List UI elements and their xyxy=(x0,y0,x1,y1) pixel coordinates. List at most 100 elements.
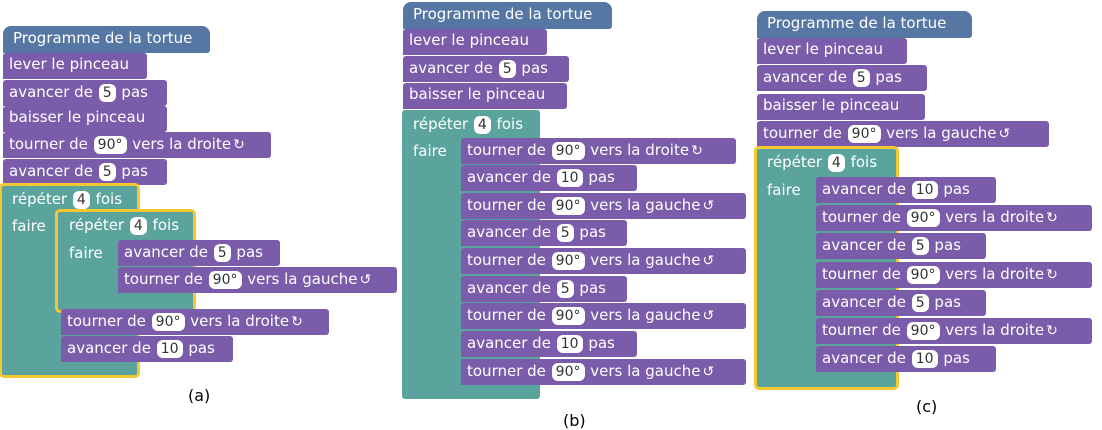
statement-block[interactable]: lever le pinceau xyxy=(3,53,147,79)
hat-label: Programme de la tortue xyxy=(767,14,947,32)
statement-block[interactable]: avancer de 5 pas xyxy=(3,159,167,185)
statement-block[interactable]: avancer de 5 pas xyxy=(461,276,627,302)
repeat-label: répéter xyxy=(767,153,823,171)
statement-block[interactable]: avancer de 5 pas xyxy=(118,240,280,266)
block-text: avancer de xyxy=(9,83,93,101)
block-text: vers la gauche xyxy=(590,251,701,269)
angle-field[interactable]: 90° xyxy=(93,136,127,154)
number-field[interactable]: 5 xyxy=(98,163,116,181)
repeat-count-field[interactable]: 4 xyxy=(473,116,491,134)
angle-field[interactable]: 90° xyxy=(208,271,242,289)
angle-field[interactable]: 90° xyxy=(906,266,940,284)
block-text: vers la gauche xyxy=(590,196,701,214)
statement-block[interactable]: avancer de 10 pas xyxy=(816,177,996,203)
block-text: lever le pinceau xyxy=(9,55,129,73)
number-field[interactable]: 10 xyxy=(911,181,938,199)
block-text: vers la droite xyxy=(590,141,690,159)
number-field[interactable]: 10 xyxy=(556,169,583,187)
statement-block[interactable]: tourner de 90° vers la gauche↺ xyxy=(461,248,746,274)
rotate-right-icon: ↻ xyxy=(1046,210,1058,226)
block-text: tourner de xyxy=(763,124,842,142)
angle-field[interactable]: 90° xyxy=(551,363,585,381)
statement-block[interactable]: tourner de 90° vers la gauche↺ xyxy=(461,303,746,329)
block-text: pas xyxy=(943,180,970,198)
block-text: pas xyxy=(121,162,148,180)
statement-block[interactable]: lever le pinceau xyxy=(403,29,547,55)
statement-block[interactable]: tourner de 90° vers la gauche↺ xyxy=(461,359,746,385)
block-text: avancer de xyxy=(467,168,551,186)
do-label: faire xyxy=(767,181,801,199)
block-text: vers la gauche xyxy=(247,270,358,288)
number-field[interactable]: 5 xyxy=(911,294,929,312)
statement-block[interactable]: avancer de 10 pas xyxy=(461,331,637,357)
block-text: pas xyxy=(943,349,970,367)
block-text: tourner de xyxy=(467,362,546,380)
statement-block[interactable]: tourner de 90° vers la droite↻ xyxy=(3,132,271,158)
block-text: tourner de xyxy=(822,265,901,283)
number-field[interactable]: 10 xyxy=(911,350,938,368)
statement-block[interactable]: avancer de 5 pas xyxy=(816,233,986,259)
number-field[interactable]: 5 xyxy=(498,60,516,78)
rotate-left-icon: ↺ xyxy=(702,308,715,324)
repeat-count-field[interactable]: 4 xyxy=(129,217,147,235)
block-text: vers la gauche xyxy=(590,306,701,324)
repeat-count-field[interactable]: 4 xyxy=(72,191,90,209)
repeat-header: répéter 4 fois xyxy=(69,216,179,235)
block-text: avancer de xyxy=(822,349,906,367)
block-text: avancer de xyxy=(822,236,906,254)
statement-block[interactable]: tourner de 90° vers la droite↻ xyxy=(816,262,1092,288)
block-text: pas xyxy=(934,236,961,254)
do-label: faire xyxy=(69,244,103,262)
statement-block[interactable]: tourner de 90° vers la droite↻ xyxy=(816,205,1092,231)
number-field[interactable]: 5 xyxy=(213,244,231,262)
statement-block[interactable]: avancer de 10 pas xyxy=(61,336,233,362)
statement-block[interactable]: tourner de 90° vers la gauche↺ xyxy=(118,267,397,293)
times-label: fois xyxy=(850,153,878,171)
number-field[interactable]: 10 xyxy=(556,335,583,353)
statement-block[interactable]: tourner de 90° vers la droite↻ xyxy=(61,309,329,335)
rotate-right-icon: ↻ xyxy=(291,314,303,330)
angle-field[interactable]: 90° xyxy=(847,125,881,143)
number-field[interactable]: 5 xyxy=(556,224,574,242)
block-text: pas xyxy=(579,279,606,297)
angle-field[interactable]: 90° xyxy=(906,209,940,227)
statement-block[interactable]: baisser le pinceau xyxy=(3,106,167,132)
repeat-count-field[interactable]: 4 xyxy=(827,154,845,172)
statement-block[interactable]: avancer de 5 pas xyxy=(3,80,167,106)
number-field[interactable]: 5 xyxy=(556,280,574,298)
hat-block[interactable]: Programme de la tortue xyxy=(757,11,972,38)
statement-block[interactable]: tourner de 90° vers la droite↻ xyxy=(816,318,1092,344)
angle-field[interactable]: 90° xyxy=(906,322,940,340)
statement-block[interactable]: avancer de 10 pas xyxy=(816,346,996,372)
statement-block[interactable]: tourner de 90° vers la gauche↺ xyxy=(461,193,746,219)
statement-block[interactable]: avancer de 5 pas xyxy=(757,65,927,91)
block-text: tourner de xyxy=(9,135,88,153)
block-text: avancer de xyxy=(467,223,551,241)
angle-field[interactable]: 90° xyxy=(551,252,585,270)
angle-field[interactable]: 90° xyxy=(151,313,185,331)
statement-block[interactable]: baisser le pinceau xyxy=(757,94,925,120)
angle-field[interactable]: 90° xyxy=(551,307,585,325)
statement-block[interactable]: baisser le pinceau xyxy=(403,83,567,109)
hat-label: Programme de la tortue xyxy=(13,29,193,47)
hat-block[interactable]: Programme de la tortue xyxy=(403,2,612,29)
number-field[interactable]: 5 xyxy=(911,237,929,255)
block-text: avancer de xyxy=(822,293,906,311)
statement-block[interactable]: avancer de 5 pas xyxy=(403,56,569,82)
statement-block[interactable]: avancer de 5 pas xyxy=(461,220,627,246)
number-field[interactable]: 5 xyxy=(852,69,870,87)
number-field[interactable]: 10 xyxy=(156,340,183,358)
statement-block[interactable]: avancer de 10 pas xyxy=(461,165,637,191)
angle-field[interactable]: 90° xyxy=(551,197,585,215)
angle-field[interactable]: 90° xyxy=(551,142,585,160)
block-text: vers la droite xyxy=(945,321,1045,339)
statement-block[interactable]: tourner de 90° vers la droite↻ xyxy=(461,138,736,164)
repeat-header: répéter 4 fois xyxy=(767,153,877,172)
block-text: tourner de xyxy=(467,196,546,214)
number-field[interactable]: 5 xyxy=(98,84,116,102)
statement-block[interactable]: lever le pinceau xyxy=(757,38,907,64)
statement-block[interactable]: avancer de 5 pas xyxy=(816,290,986,316)
hat-block[interactable]: Programme de la tortue xyxy=(3,26,210,53)
block-text: tourner de xyxy=(124,270,203,288)
statement-block[interactable]: tourner de 90° vers la gauche↺ xyxy=(757,121,1049,147)
